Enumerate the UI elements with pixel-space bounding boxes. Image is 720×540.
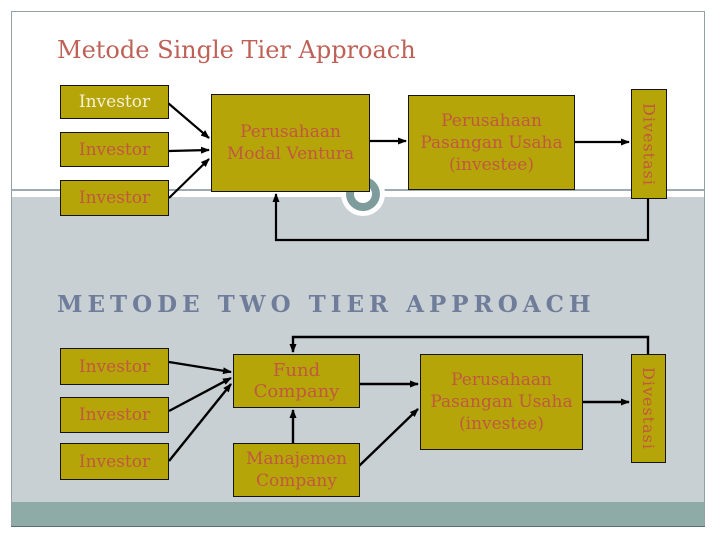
fund-company-box: Fund Company — [233, 354, 360, 408]
management-company-box: Manajemen Company — [233, 443, 360, 497]
investee-line: Pasangan Usaha — [430, 392, 573, 412]
venture-capital-box: Perusahaan Modal Ventura — [211, 94, 370, 192]
investor-box-single-1: Investor — [60, 85, 169, 119]
investor-box-single-3: Investor — [60, 180, 169, 216]
single-tier-title: Metode Single Tier Approach — [57, 36, 416, 64]
investor-label: Investor — [78, 92, 151, 112]
footer-band — [12, 502, 704, 526]
investee-line: Perusahaan — [441, 110, 542, 131]
management-line: Company — [256, 471, 337, 491]
investee-line: Perusahaan — [451, 370, 552, 390]
investor-box-single-2: Investor — [60, 132, 169, 167]
divestment-label: Divestasi — [639, 102, 659, 186]
investee-line: Pasangan Usaha — [420, 132, 563, 153]
investee-box-single: Perusahaan Pasangan Usaha (investee) — [408, 95, 575, 190]
investor-box-two-3: Investor — [60, 443, 169, 480]
investee-line: (investee) — [449, 154, 534, 175]
venture-capital-line: Modal Ventura — [226, 144, 355, 164]
investor-label: Investor — [78, 188, 151, 208]
management-line: Manajemen — [245, 449, 348, 469]
venture-capital-line: Perusahaan — [240, 122, 341, 142]
investor-label: Investor — [78, 451, 151, 472]
investor-label: Investor — [78, 356, 151, 377]
investor-box-two-1: Investor — [60, 348, 169, 385]
investor-label: Investor — [78, 139, 151, 160]
investor-box-two-2: Investor — [60, 397, 169, 433]
divestment-box-two: Divestasi — [631, 354, 666, 463]
divestment-box-single: Divestasi — [631, 89, 667, 199]
investor-label: Investor — [78, 405, 151, 425]
fund-company-label: Fund Company — [253, 360, 340, 402]
investee-box-two: Perusahaan Pasangan Usaha (investee) — [420, 354, 583, 450]
investee-line: (investee) — [459, 414, 544, 434]
two-tier-title: METODE TWO TIER APPROACH — [57, 291, 596, 318]
divestment-label: Divestasi — [639, 367, 658, 450]
